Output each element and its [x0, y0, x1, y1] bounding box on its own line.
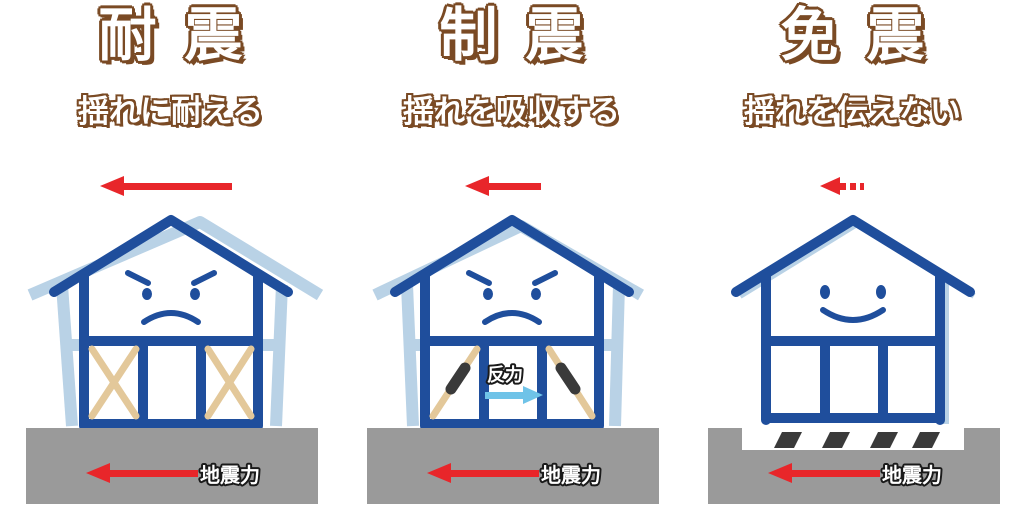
- seishin-illustration: 反力 地震力: [367, 176, 659, 504]
- panel-menshin: 免震 揺れを伝えない: [682, 0, 1023, 532]
- seismic-force-label: 地震力: [882, 463, 942, 487]
- damper-brace: [429, 345, 596, 420]
- panel-subtitle: 揺れに耐える: [77, 94, 264, 130]
- reaction-force-label: 反力: [487, 365, 523, 386]
- panel-subtitle: 揺れを吸収する: [403, 94, 620, 130]
- small-sway-arrow-icon: [820, 177, 864, 195]
- sway-arrow-icon: [100, 176, 232, 196]
- taishin-illustration: 地震力: [26, 176, 324, 504]
- panel-title: 免震: [780, 1, 953, 69]
- menshin-illustration: 地震力: [708, 177, 1000, 504]
- isolator-bearing: [774, 432, 940, 448]
- ground: [708, 428, 1000, 504]
- seismic-force-arrow-icon: [427, 463, 539, 483]
- panel-subtitle: 揺れを伝えない: [744, 94, 961, 130]
- reaction-arrow-icon: [485, 386, 543, 404]
- sway-arrow-icon: [465, 176, 541, 196]
- house-frame: 反力: [390, 215, 634, 431]
- house-frame: [731, 215, 975, 425]
- seismic-force-arrow-icon: [768, 463, 880, 483]
- ground: [367, 428, 659, 504]
- seismic-force-label: 地震力: [200, 463, 260, 487]
- panel-title: 制震: [439, 1, 612, 69]
- cross-brace: [88, 345, 255, 420]
- panel-taishin: 耐震 揺れに耐える: [0, 0, 341, 532]
- panel-title: 耐震: [98, 1, 271, 69]
- house-frame: [49, 215, 293, 431]
- panel-seishin: 制震 揺れを吸収する: [341, 0, 682, 532]
- angry-face-icon: [466, 270, 558, 325]
- ground: [26, 428, 318, 504]
- angry-face-icon: [125, 270, 217, 325]
- seismic-force-label: 地震力: [541, 463, 601, 487]
- seismic-force-arrow-icon: [86, 463, 198, 483]
- smile-face-icon: [820, 285, 886, 323]
